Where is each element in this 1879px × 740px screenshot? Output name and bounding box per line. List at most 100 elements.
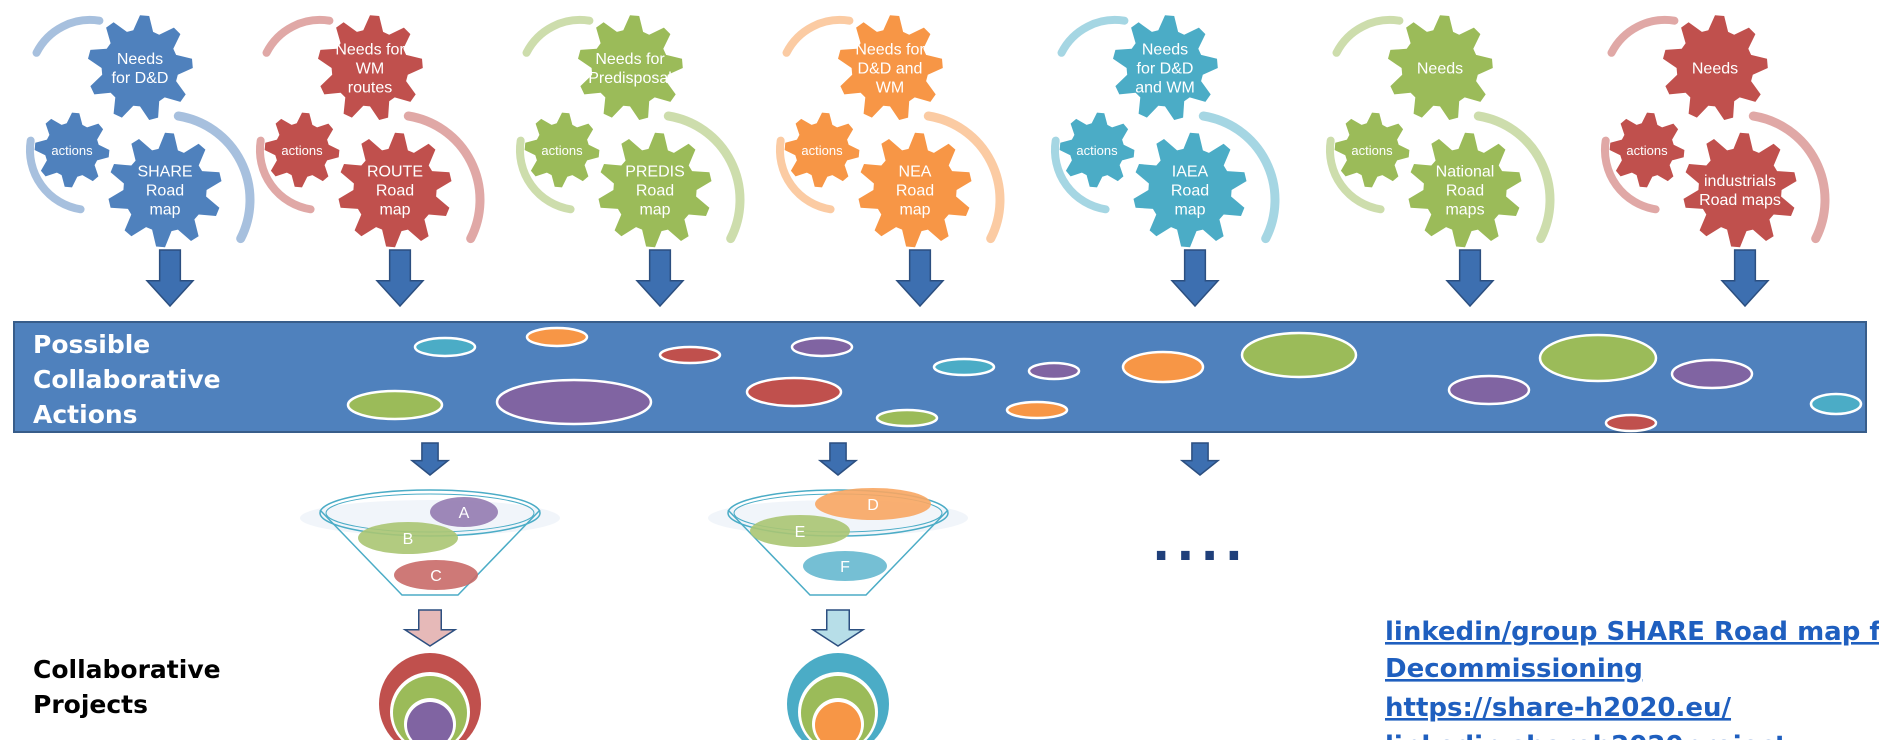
- needs-gear-label-line-1: Needs: [1142, 42, 1188, 59]
- funnel-item-letter: A: [459, 505, 470, 522]
- roadmap-gear: [1683, 132, 1797, 248]
- down-arrow: [817, 442, 859, 476]
- actions-gear: [34, 112, 110, 188]
- funnel-item-D: [815, 488, 931, 520]
- needs-gear-label-line-1: Needs for: [595, 51, 665, 68]
- roadmap-gear-label-line-3: map: [149, 202, 180, 219]
- cycle-arrow-arc: [663, 111, 745, 244]
- cycle-arrow-arc: [782, 16, 854, 57]
- roadmap-gear: [1133, 132, 1247, 248]
- cycle-arrow-arc: [256, 136, 315, 214]
- needs-gear-label-line-1: Needs for: [855, 42, 925, 59]
- down-arrow: [1720, 249, 1770, 308]
- actions-gear: [264, 112, 340, 188]
- band-bubble: [932, 357, 996, 377]
- roadmap-gear-label-line-2: Road: [1446, 183, 1484, 200]
- needs-gear-label-line-1: Needs for: [335, 42, 405, 59]
- needs-gear-label-line-2: Predisposal: [588, 70, 672, 87]
- roadmap-gear-label-line-1: IAEA: [1172, 164, 1209, 181]
- needs-gear: [318, 15, 423, 121]
- funnel-item-A: [430, 497, 498, 527]
- roadmap-gear: [1408, 132, 1522, 248]
- band-bubble: [1604, 413, 1658, 433]
- ellipsis-dots: ....: [1152, 516, 1249, 572]
- roadmap-gear-label-line-2: Road: [636, 183, 674, 200]
- band-bubble: [525, 326, 589, 348]
- band-bubble: [413, 336, 477, 358]
- band-bubble: [1538, 333, 1658, 383]
- needs-gear-label-line-2: D&D and: [858, 61, 923, 78]
- link-linkedin-group-line-1[interactable]: linkedin/group SHARE Road map for: [1385, 617, 1879, 647]
- roadmap-gear-label-line-3: map: [379, 202, 410, 219]
- band-bubble: [495, 378, 653, 426]
- collaborative-actions-band: Possible Collaborative Actions: [13, 321, 1867, 476]
- needs-gear: [838, 15, 943, 121]
- needs-gear-label-line-2: for D&D: [1137, 61, 1194, 78]
- needs-gear: [1663, 15, 1768, 121]
- down-arrow: [1170, 249, 1220, 308]
- actions-gear-label: actions: [1351, 143, 1393, 158]
- down-arrow: [145, 249, 195, 308]
- down-arrow: [1445, 249, 1495, 308]
- roadmap-gear-label-line-1: ROUTE: [367, 164, 423, 181]
- cycle-arrow-arc: [26, 136, 85, 214]
- funnel-cone: [319, 509, 541, 596]
- link-linkedin-group-line-2[interactable]: Decommissioning: [1385, 654, 1643, 684]
- actions-gear-label: actions: [1076, 143, 1118, 158]
- cycle-arrow-arc: [32, 16, 104, 57]
- actions-gear: [524, 112, 600, 188]
- funnel-item-letter: D: [867, 497, 879, 514]
- actions-gear-label: actions: [281, 143, 323, 158]
- link-share-website[interactable]: https://share-h2020.eu/: [1385, 693, 1732, 723]
- project-ring-inner: [815, 702, 861, 740]
- cycle-arrow-arc: [516, 136, 575, 214]
- band-bubble: [1670, 358, 1754, 390]
- band-label-line-1: Possible: [33, 330, 150, 359]
- band-bubble: [1027, 361, 1081, 381]
- down-arrow: [635, 249, 685, 308]
- band-bubble: [1005, 400, 1069, 420]
- project-ring-inner: [407, 702, 453, 740]
- band-label-line-2: Collaborative: [33, 365, 221, 394]
- down-arrow: [1179, 442, 1221, 476]
- band-bubble: [1240, 331, 1358, 379]
- needs-gear: [1388, 15, 1493, 121]
- funnel-item-letter: F: [840, 559, 850, 576]
- cycle-arrow-arc: [1332, 16, 1404, 57]
- needs-gear-label-line-2: for D&D: [112, 70, 169, 87]
- needs-gear-label-line-3: WM: [876, 80, 904, 97]
- down-arrow: [375, 249, 425, 308]
- funnel-item-letter: B: [403, 531, 414, 548]
- needs-gear-label-line-3: routes: [348, 80, 392, 97]
- roadmap-gear-label-line-3: map: [1174, 202, 1205, 219]
- actions-gear: [784, 112, 860, 188]
- roadmap-gear-label-line-2: Road: [1171, 183, 1209, 200]
- down-arrow-faded: [402, 609, 458, 647]
- funnel-2: D E F: [708, 488, 968, 740]
- roadmap-gear-label-line-1: industrials: [1704, 173, 1776, 190]
- needs-gear: [578, 15, 683, 121]
- funnel-item-letter: E: [795, 524, 806, 541]
- projects-label-line-2: Projects: [33, 690, 148, 719]
- actions-gear: [1059, 112, 1135, 188]
- cycle-arrow-arc: [1748, 111, 1830, 244]
- needs-gear-label-line-2: WM: [356, 61, 384, 78]
- band-bubble: [658, 345, 722, 365]
- funnel-item-F: [803, 551, 887, 581]
- link-linkedin-project[interactable]: linkedin shareh2020project: [1385, 731, 1787, 740]
- roadmap-gear: [598, 132, 712, 248]
- cycle-arrow-arc: [776, 136, 835, 214]
- band-bubble: [1121, 350, 1205, 384]
- band-bubble: [1447, 374, 1531, 406]
- actions-gear-label: actions: [801, 143, 843, 158]
- cycle-arrow-arc: [1057, 16, 1129, 57]
- funnel-item-E: [750, 515, 850, 547]
